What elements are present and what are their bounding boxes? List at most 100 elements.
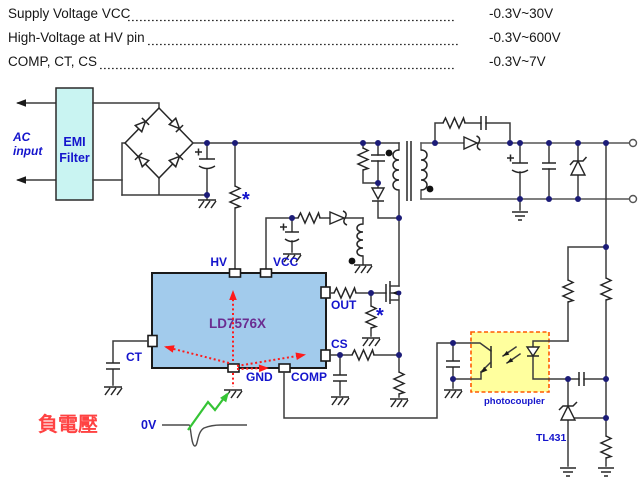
- diode-icon: [370, 187, 386, 201]
- resistor-icon: [333, 287, 357, 299]
- ground-icon: [197, 199, 217, 209]
- controller-ic: LD7576X HV VCC OUT CS COMP GND CT: [126, 255, 357, 399]
- capacitor-icon: [480, 116, 487, 130]
- ic-body: [151, 272, 327, 369]
- spec-value: -0.3V~30V: [489, 6, 553, 21]
- zero-volt-label: 0V: [141, 418, 157, 432]
- asterisk-note: *: [376, 305, 384, 327]
- led-icon: [525, 346, 541, 358]
- spec-label: COMP, CT, CS: [8, 54, 97, 69]
- output-terminal-negative: [628, 194, 638, 204]
- emi-filter: EMI Filter: [55, 87, 94, 201]
- spec-value: -0.3V~7V: [489, 54, 546, 69]
- spec-row-hv: High-Voltage at HV pin -0.3V~600V: [8, 30, 561, 46]
- aux-winding: [356, 223, 364, 257]
- vcc-network: [265, 210, 364, 270]
- junction-dots: [204, 140, 609, 421]
- hv-startup-resistor: *: [229, 142, 250, 270]
- resistor-icon: [442, 117, 466, 129]
- pin-comp: [278, 363, 291, 373]
- negative-voltage-text: 負電壓: [38, 412, 98, 436]
- resistor-icon: [600, 277, 612, 301]
- photocoupler-box: [470, 331, 550, 393]
- ground-icon: [330, 396, 350, 406]
- ct-network: [103, 340, 149, 396]
- resistor-icon: [393, 371, 405, 395]
- ground-icon: [103, 386, 123, 396]
- ground-icon: [389, 398, 409, 408]
- spec-row-vcc: Supply Voltage VCC -0.3V~30V: [8, 6, 553, 22]
- ground-icon: [443, 389, 463, 399]
- pin-label-hv: HV: [210, 255, 227, 269]
- asterisk-note: *: [242, 189, 250, 211]
- emi-label-line2: Filter: [59, 151, 90, 165]
- ground-icon: [361, 337, 381, 347]
- photocoupler-label: photocoupler: [484, 396, 545, 407]
- power-mosfet: [385, 281, 402, 356]
- feedback-network: TL431: [536, 142, 615, 477]
- ac-input-label-line2: input: [13, 144, 43, 158]
- arrow-left-icon: [16, 99, 26, 107]
- green-pointer-arrow: [187, 393, 228, 431]
- diode-icon: [329, 210, 346, 226]
- plus-sign: [195, 148, 202, 156]
- resistor-icon: [297, 212, 321, 224]
- ic-name: LD7576X: [209, 316, 266, 331]
- core-lines: [406, 141, 412, 201]
- bridge-rectifier: [92, 102, 208, 196]
- primary-winding: [392, 149, 400, 191]
- pin-gnd: [227, 363, 240, 373]
- bridge-diamond: [123, 106, 195, 180]
- gnd-reference-arrows: [163, 290, 307, 387]
- negative-spike-waveform: [162, 424, 247, 447]
- pin-label-vcc: VCC: [273, 255, 299, 269]
- pin-label-cs: CS: [331, 337, 348, 351]
- primary-polarity-dot: [385, 149, 393, 157]
- capacitor-icon: [106, 362, 120, 370]
- transformer: [348, 141, 434, 287]
- negative-voltage-annotation: 負電壓 0V: [38, 389, 247, 447]
- ac-input-label-line1: AC: [12, 130, 31, 144]
- secondary-output: [420, 116, 638, 221]
- resistor-icon: [562, 279, 574, 303]
- tl431-icon: [559, 404, 577, 421]
- emi-label-line1: EMI: [63, 135, 85, 149]
- capacitor-icon: [542, 162, 556, 170]
- secondary-polarity-dot: [426, 185, 434, 193]
- emi-filter-box: [55, 87, 94, 201]
- capacitor-icon: [446, 360, 460, 368]
- spec-label: Supply Voltage VCC: [8, 6, 131, 21]
- aux-polarity-dot: [348, 257, 356, 265]
- ground-icon: [597, 467, 615, 477]
- pin-ct: [147, 334, 158, 348]
- capacitor-icon: [371, 154, 385, 162]
- ground-icon: [511, 211, 529, 221]
- pin-label-comp: COMP: [291, 370, 327, 384]
- zener-diode-icon: [569, 159, 587, 176]
- arrow-left-icon: [16, 176, 26, 184]
- secondary-winding: [420, 149, 428, 191]
- bulk-capacitor: [195, 142, 217, 209]
- output-terminal-positive: [628, 138, 638, 148]
- resistor-icon: [365, 305, 377, 329]
- spec-row-comp-ct-cs: COMP, CT, CS -0.3V~7V: [8, 54, 546, 70]
- pin-out: [320, 286, 331, 299]
- ground-icon: [559, 467, 577, 477]
- capacitor-icon: [578, 372, 585, 386]
- spec-value: -0.3V~600V: [489, 30, 561, 45]
- cs-network: [329, 349, 409, 408]
- pin-cs: [320, 349, 331, 362]
- tl431-label: TL431: [536, 432, 567, 444]
- spec-list: Supply Voltage VCC -0.3V~30V High-Voltag…: [8, 6, 561, 70]
- pin-hv: [228, 268, 242, 278]
- photocoupler: photocoupler: [470, 331, 569, 407]
- resistor-icon: [229, 185, 241, 209]
- resistor-icon: [357, 147, 369, 171]
- pin-vcc: [259, 268, 273, 278]
- resistor-icon: [351, 349, 375, 361]
- resistor-icon: [600, 435, 612, 459]
- ac-input: AC input: [12, 99, 57, 184]
- plus-sign: [280, 223, 287, 231]
